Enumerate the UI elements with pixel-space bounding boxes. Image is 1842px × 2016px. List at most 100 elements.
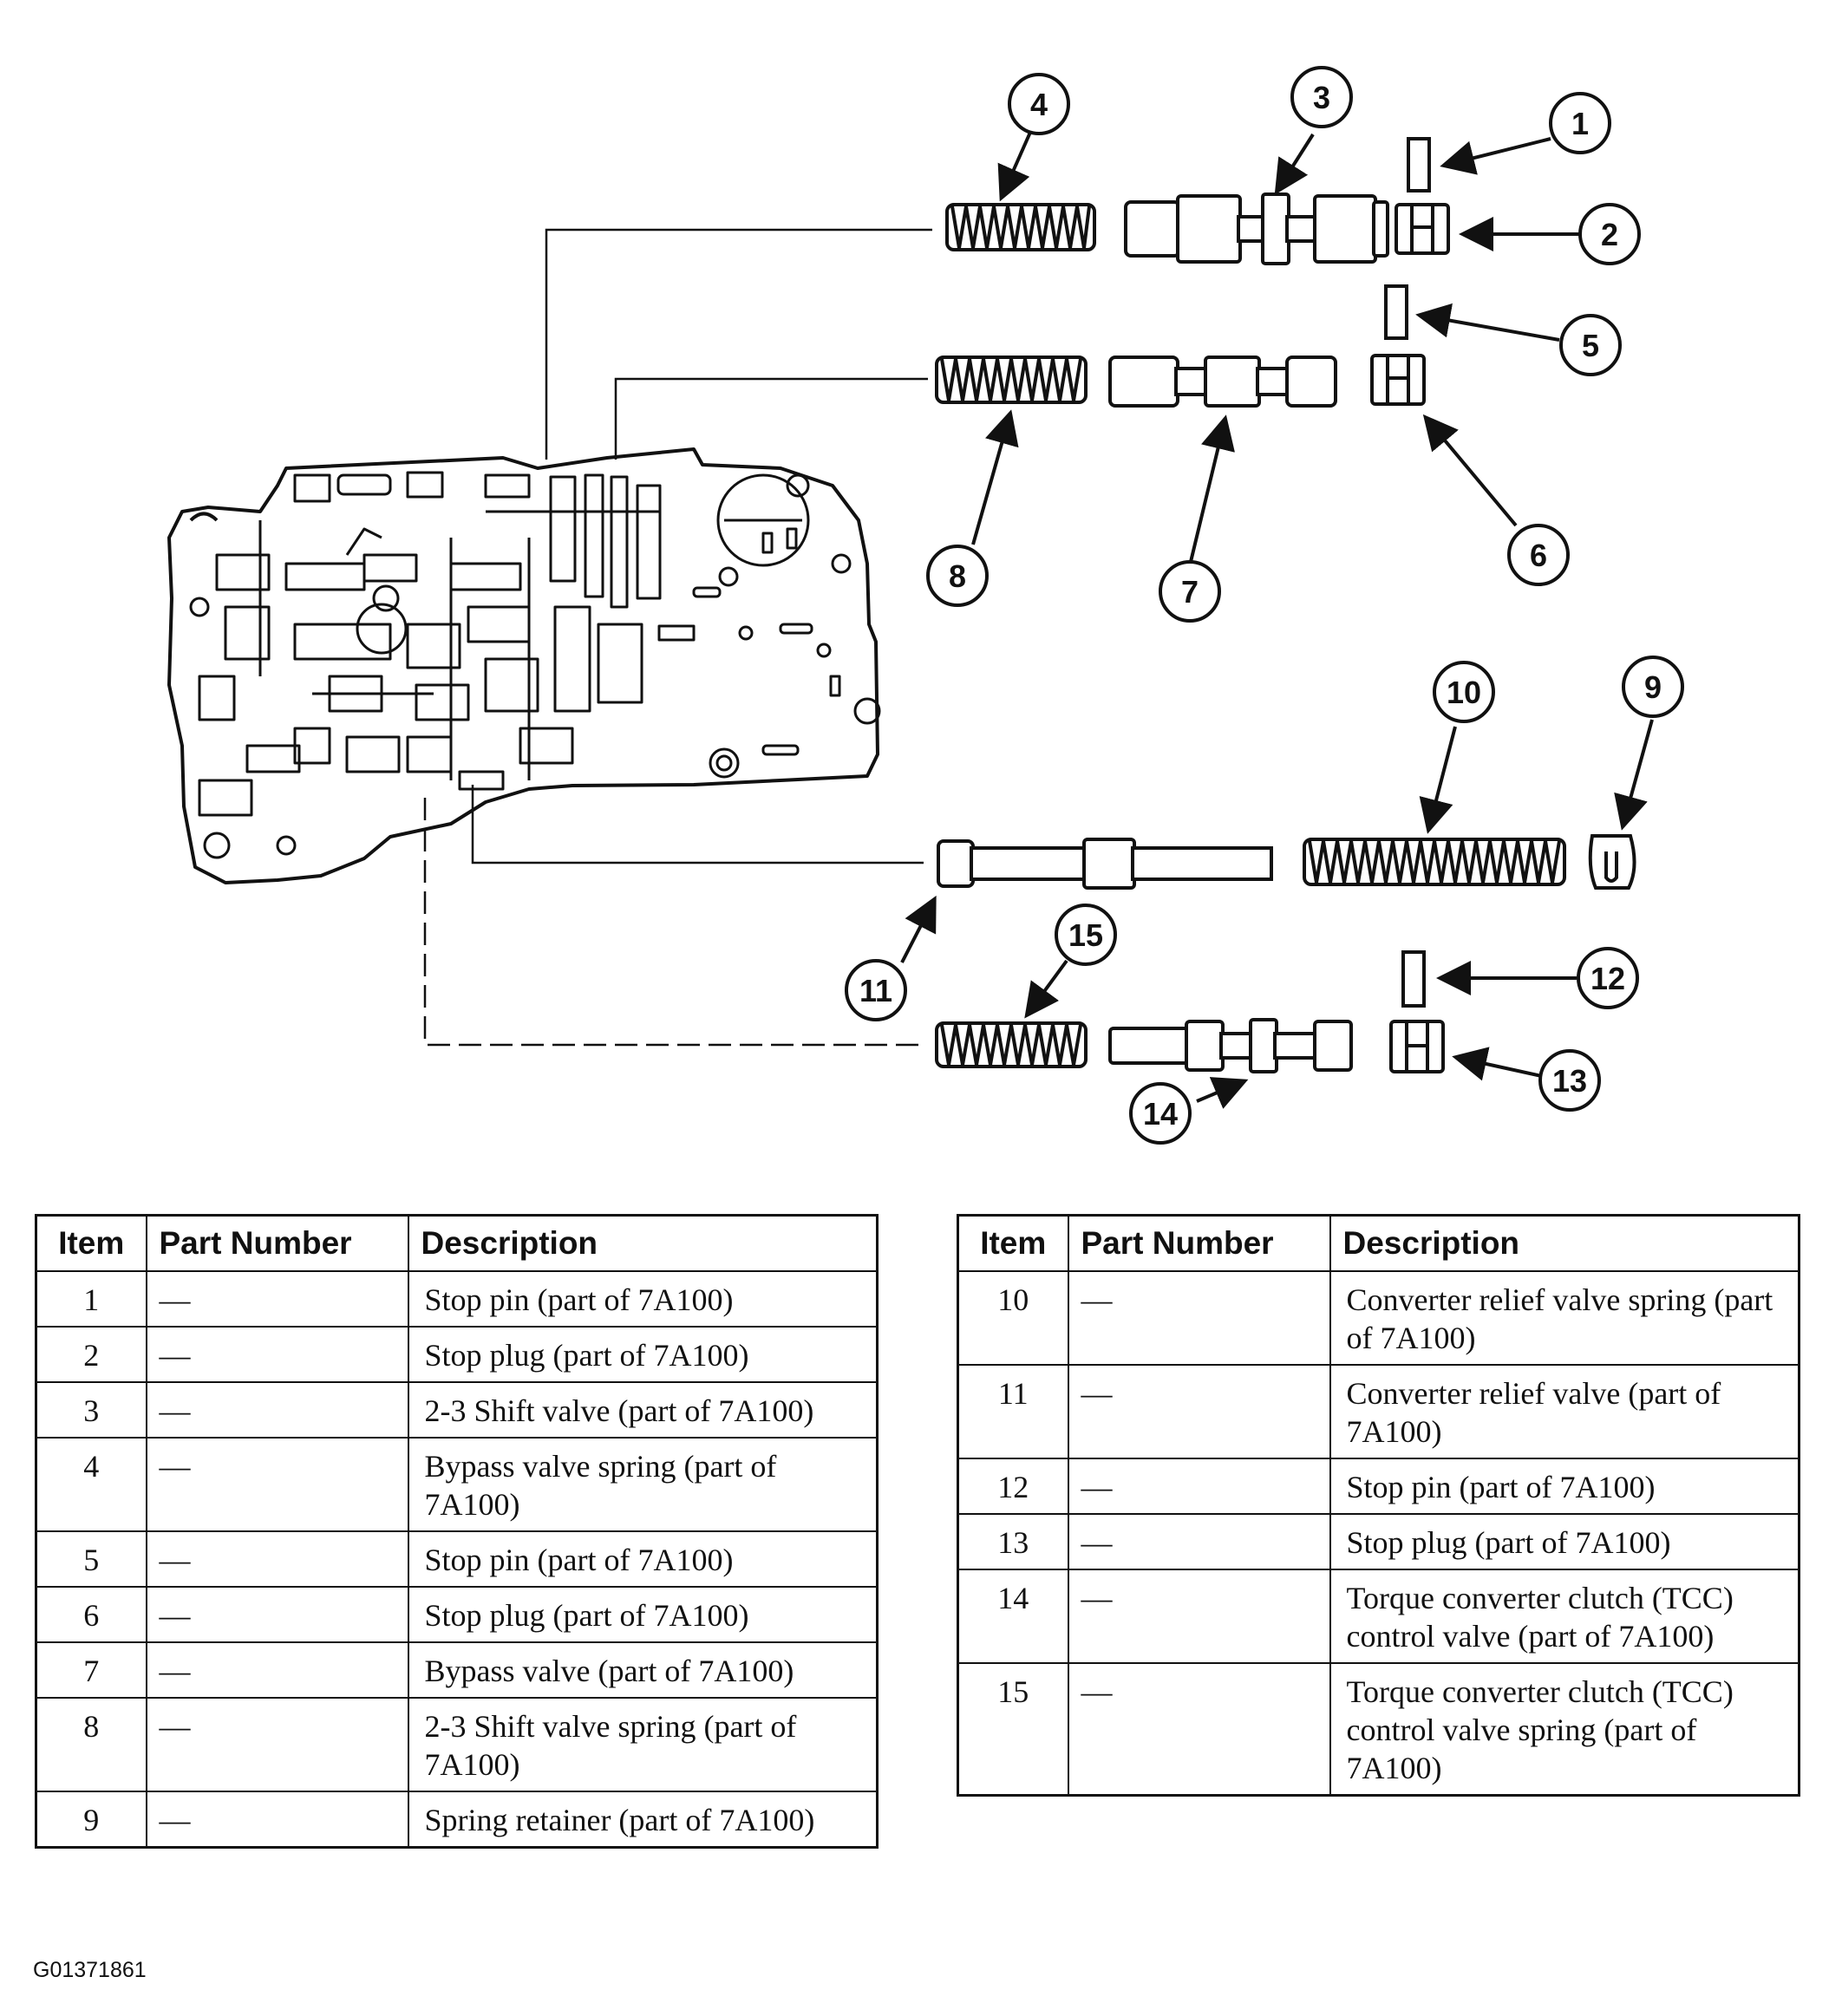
table-row: 10—Converter relief valve spring (part o… — [957, 1270, 1800, 1366]
callout-arrow-6 — [1422, 414, 1518, 527]
description-cell: Spring retainer (part of 7A100) — [407, 1791, 879, 1849]
header-part-number: Part Number — [1067, 1214, 1331, 1272]
item-cell: 9 — [35, 1791, 147, 1849]
description-cell: 2-3 Shift valve (part of 7A100) — [407, 1381, 879, 1439]
table-row: 9—Spring retainer (part of 7A100) — [35, 1791, 879, 1849]
stop-pin-part — [1384, 284, 1408, 340]
description-cell: Stop plug (part of 7A100) — [407, 1586, 879, 1643]
callout-10: 10 — [1433, 661, 1495, 723]
stop-pin-part — [1401, 950, 1426, 1008]
description-cell: Stop pin (part of 7A100) — [407, 1530, 879, 1588]
item-cell: 3 — [35, 1381, 147, 1439]
item-cell: 1 — [35, 1270, 147, 1328]
table-row: 13—Stop plug (part of 7A100) — [957, 1513, 1800, 1570]
callout-7: 7 — [1159, 560, 1221, 623]
svg-text:4: 4 — [1030, 87, 1048, 122]
table-row: 7—Bypass valve (part of 7A100) — [35, 1641, 879, 1699]
callout-15: 15 — [1055, 904, 1117, 966]
item-cell: 7 — [35, 1641, 147, 1699]
callout-9: 9 — [1622, 656, 1684, 718]
callout-arrow-1 — [1440, 137, 1551, 175]
table-row: 3—2-3 Shift valve (part of 7A100) — [35, 1381, 879, 1439]
header-description: Description — [1329, 1214, 1800, 1272]
table-row: 15—Torque converter clutch (TCC) control… — [957, 1662, 1800, 1797]
table-row: 1—Stop pin (part of 7A100) — [35, 1270, 879, 1328]
converter-relief-valve-spring-part — [1303, 838, 1566, 886]
callout-arrow-5 — [1415, 303, 1560, 342]
part-number-cell: — — [145, 1697, 409, 1792]
callout-arrows — [900, 127, 1654, 1109]
tcc-control-valve-part — [1108, 1018, 1353, 1073]
svg-text:8: 8 — [949, 558, 966, 594]
table-row: 6—Stop plug (part of 7A100) — [35, 1586, 879, 1643]
callout-2: 2 — [1578, 203, 1641, 265]
table-row: 11—Converter relief valve (part of 7A100… — [957, 1364, 1800, 1459]
converter-relief-valve-part — [937, 838, 1273, 890]
callout-arrow-10 — [1419, 726, 1457, 834]
table-header-row: Item Part Number Description — [35, 1214, 879, 1272]
part-number-cell: — — [1067, 1513, 1331, 1570]
callout-arrow-8 — [971, 409, 1019, 545]
svg-text:14: 14 — [1143, 1096, 1178, 1132]
description-cell: Bypass valve (part of 7A100) — [407, 1641, 879, 1699]
description-cell: Stop pin (part of 7A100) — [407, 1270, 879, 1328]
callouts: 1 2 3 4 5 6 7 8 9 10 11 12 13 14 15 — [845, 66, 1684, 1145]
tcc-control-valve-spring-part — [935, 1021, 1088, 1068]
description-cell: Torque converter clutch (TCC) control va… — [1329, 1569, 1800, 1664]
table-row: 14—Torque converter clutch (TCC) control… — [957, 1569, 1800, 1664]
svg-text:12: 12 — [1591, 961, 1625, 996]
item-cell: 12 — [957, 1458, 1069, 1515]
svg-text:10: 10 — [1447, 675, 1481, 710]
part-number-cell: — — [145, 1641, 409, 1699]
header-part-number: Part Number — [145, 1214, 409, 1272]
description-cell: Bypass valve spring (part of 7A100) — [407, 1437, 879, 1532]
part-number-cell: — — [145, 1530, 409, 1588]
spring-retainer-part — [1588, 834, 1636, 890]
table-header-row: Item Part Number Description — [957, 1214, 1800, 1272]
2-3-shift-valve-spring-part — [935, 356, 1088, 404]
part-number-cell: — — [1067, 1662, 1331, 1797]
part-number-cell: — — [1067, 1569, 1331, 1664]
svg-text:3: 3 — [1313, 80, 1330, 115]
description-cell: Converter relief valve spring (part of 7… — [1329, 1270, 1800, 1366]
part-number-cell: — — [145, 1437, 409, 1532]
description-cell: Stop plug (part of 7A100) — [407, 1326, 879, 1383]
item-cell: 8 — [35, 1697, 147, 1792]
part-number-cell: — — [145, 1326, 409, 1383]
callout-arrow-13 — [1452, 1047, 1546, 1081]
callout-4: 4 — [1008, 73, 1070, 135]
item-cell: 5 — [35, 1530, 147, 1588]
part-number-cell: — — [1067, 1458, 1331, 1515]
item-cell: 15 — [957, 1662, 1069, 1797]
description-cell: Converter relief valve (part of 7A100) — [1329, 1364, 1800, 1459]
2-3-shift-valve-part — [1124, 192, 1389, 265]
callout-11: 11 — [845, 959, 907, 1021]
callout-8: 8 — [926, 545, 989, 607]
parts-table-left: Item Part Number Description 1—Stop pin … — [35, 1214, 879, 1849]
callout-arrow-7 — [1188, 414, 1235, 566]
callout-13: 13 — [1538, 1049, 1601, 1112]
exploded-valve-diagram: 1 2 3 4 5 6 7 8 9 10 11 12 13 14 15 — [167, 66, 1684, 1145]
part-number-cell: — — [145, 1791, 409, 1849]
svg-text:5: 5 — [1582, 328, 1599, 363]
item-cell: 2 — [35, 1326, 147, 1383]
table-row: 4—Bypass valve spring (part of 7A100) — [35, 1437, 879, 1532]
svg-text:7: 7 — [1181, 574, 1199, 610]
table-row: 8—2-3 Shift valve spring (part of 7A100) — [35, 1697, 879, 1792]
description-cell: Torque converter clutch (TCC) control va… — [1329, 1662, 1800, 1797]
part-number-cell: — — [145, 1586, 409, 1643]
item-cell: 6 — [35, 1586, 147, 1643]
bypass-valve-part — [1108, 356, 1337, 408]
stop-plug-part — [1395, 203, 1450, 255]
table-row: 12—Stop pin (part of 7A100) — [957, 1458, 1800, 1515]
svg-text:6: 6 — [1530, 538, 1547, 573]
svg-text:2: 2 — [1601, 217, 1618, 252]
callout-14: 14 — [1129, 1082, 1192, 1145]
svg-text:15: 15 — [1068, 917, 1103, 953]
part-number-cell: — — [145, 1270, 409, 1328]
table-row: 5—Stop pin (part of 7A100) — [35, 1530, 879, 1588]
part-number-cell: — — [1067, 1270, 1331, 1366]
svg-text:11: 11 — [859, 973, 892, 1008]
callout-arrow-9 — [1614, 719, 1654, 831]
callout-12: 12 — [1577, 947, 1639, 1009]
